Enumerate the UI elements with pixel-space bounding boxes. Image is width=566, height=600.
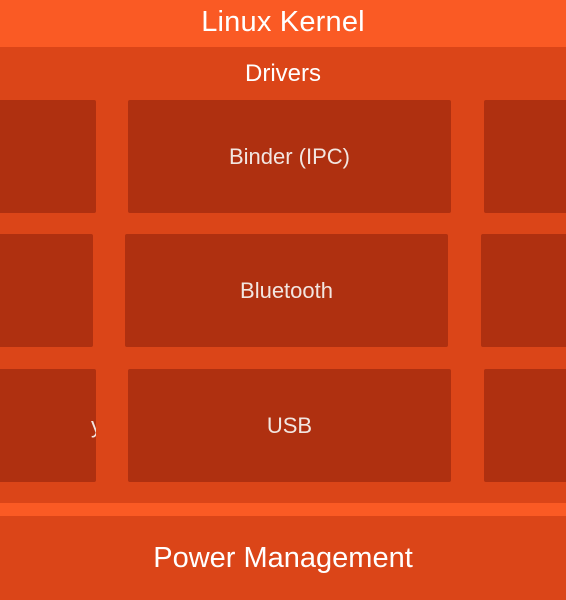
driver-tile-bluetooth: Bluetooth — [125, 234, 448, 347]
power-management-title: Power Management — [153, 541, 413, 574]
driver-tile-row3-right — [484, 369, 566, 482]
layer-separator — [0, 503, 566, 516]
driver-tile-row2-left — [0, 234, 93, 347]
power-management-block: Power Management — [0, 516, 566, 600]
driver-tile-usb: USB — [128, 369, 451, 482]
driver-label: Bluetooth — [240, 277, 333, 303]
driver-tile-row1-left — [0, 100, 96, 213]
driver-label: USB — [266, 412, 313, 438]
linux-kernel-title: Linux Kernel — [0, 0, 566, 44]
driver-label: Binder (IPC) — [228, 143, 351, 169]
driver-tile-row2-right — [481, 234, 566, 347]
drivers-title: Drivers — [245, 60, 321, 87]
driver-tile-row3-left: y — [0, 369, 96, 482]
driver-label: y — [91, 413, 96, 439]
drivers-panel: Drivers Binder (IPC) Bluetooth y USB — [0, 47, 566, 503]
driver-tile-binder: Binder (IPC) — [128, 100, 451, 213]
driver-tile-row1-right — [484, 100, 566, 213]
